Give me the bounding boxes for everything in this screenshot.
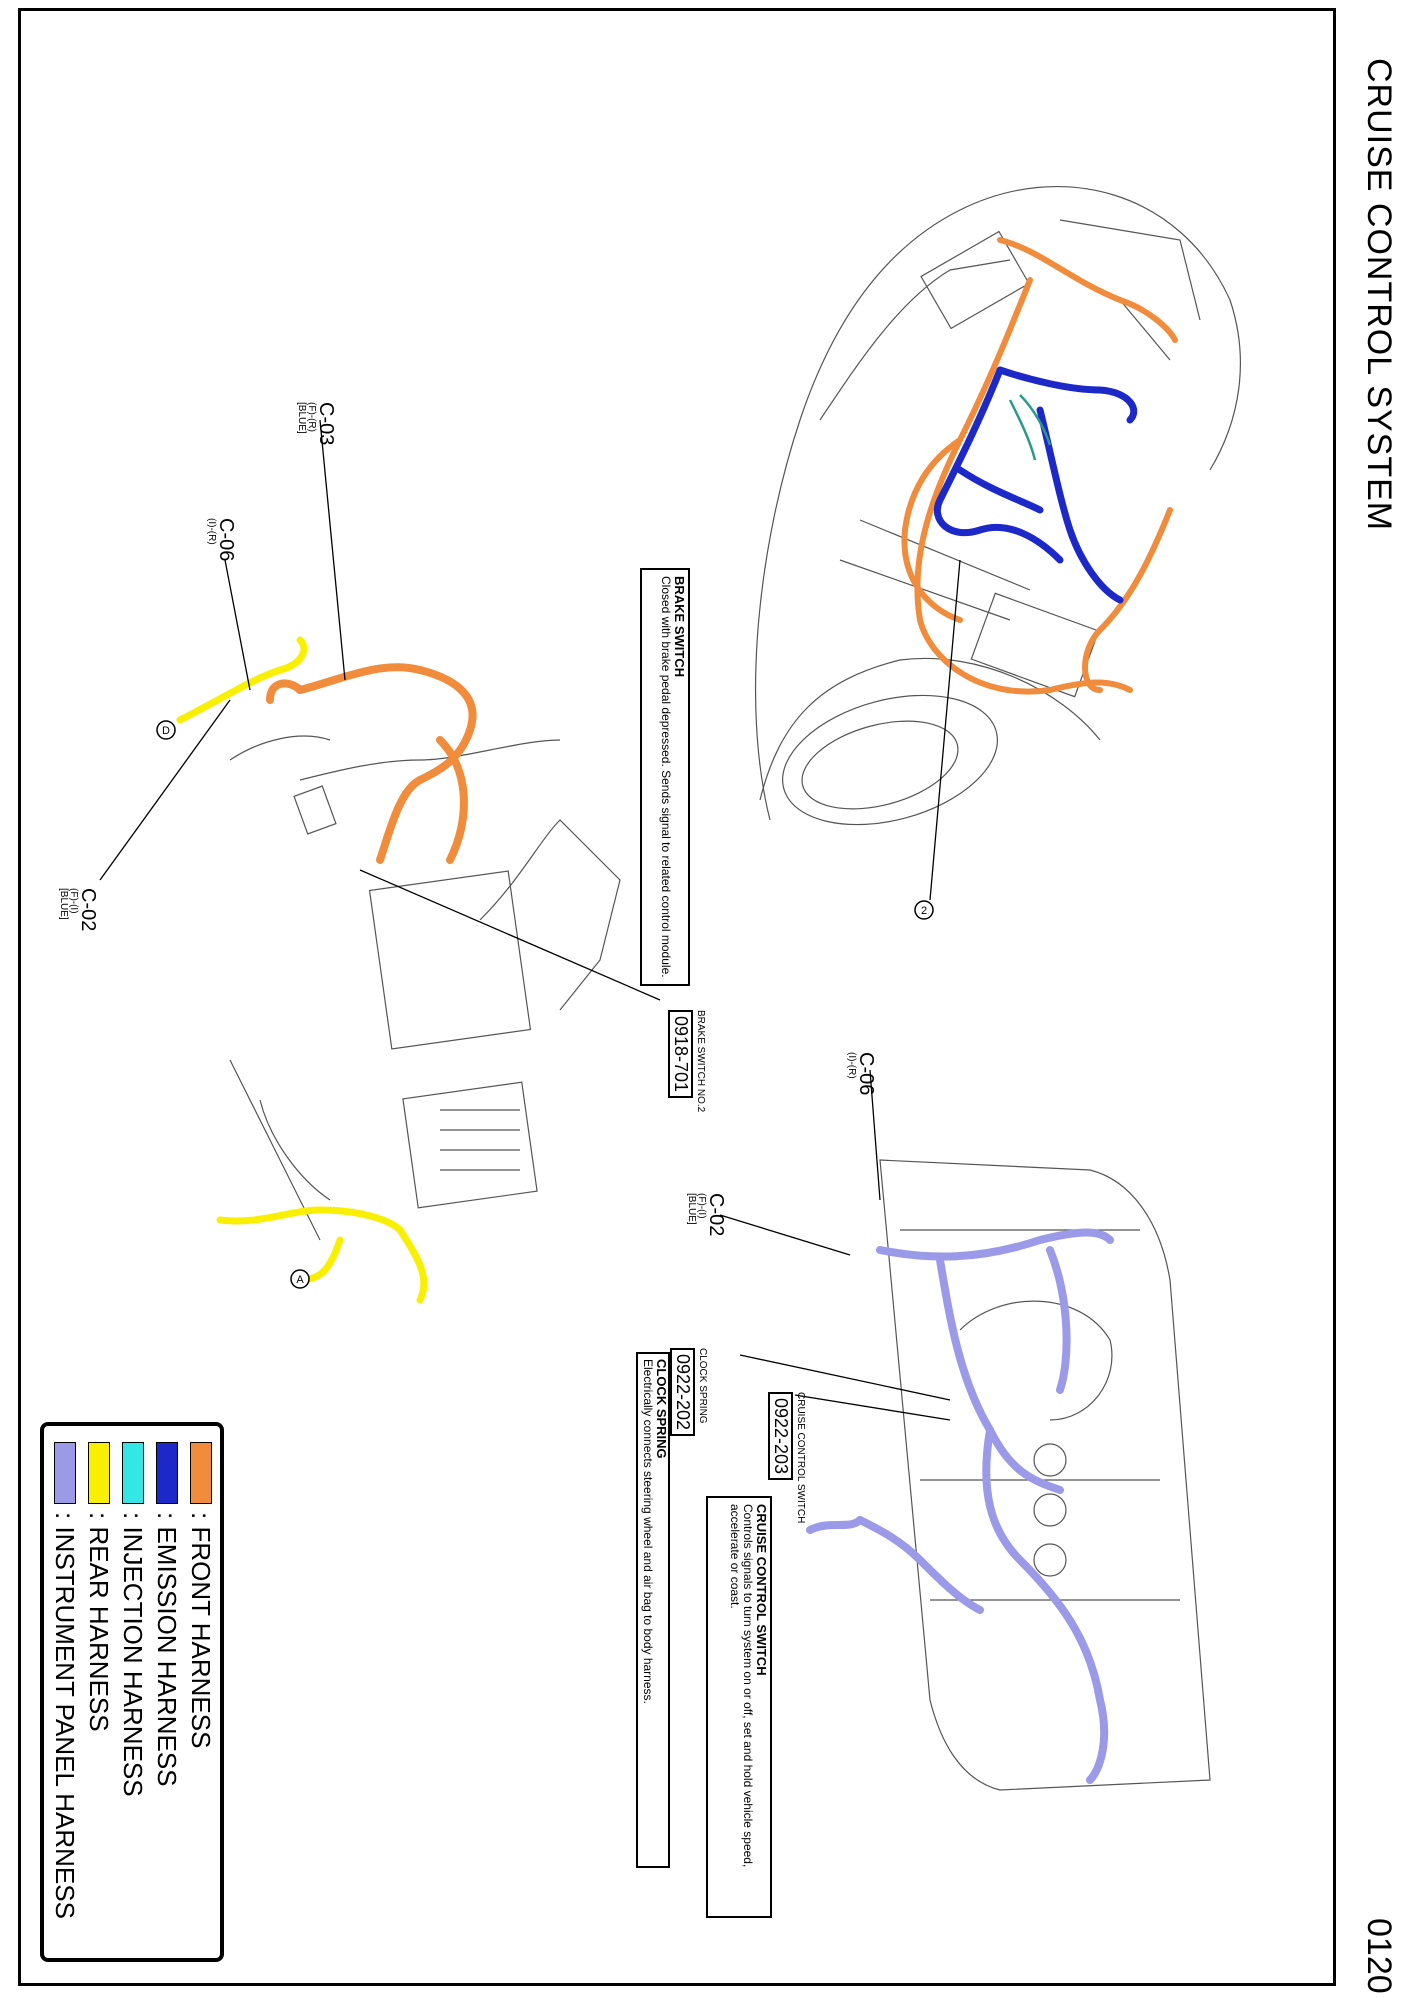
engine-leader — [929, 559, 961, 901]
legend-front-harness: : FRONT HARNESS — [186, 1512, 216, 1749]
clock-spring-text: Electrically connects steering wheel and… — [641, 1359, 655, 1704]
harness-legend: : FRONT HARNESS : EMISSION HARNESS : INJ… — [40, 1422, 224, 1962]
callout-a: A — [296, 1274, 304, 1286]
brake-switch-title: BRAKE SWITCH — [672, 576, 687, 678]
brake-switch-description: BRAKE SWITCH Closed with brake pedal dep… — [640, 568, 690, 986]
front-harness-pedal — [266, 663, 477, 864]
legend-swatch-instrument — [54, 1442, 76, 1504]
pedal-area-drawing — [229, 735, 621, 1241]
part-cruise-control-switch: CRUISE CONTROL SWITCH 0922-203 — [768, 1392, 806, 1523]
connector-c02-dash: C-02 (F)-(I) [BLUE] — [686, 1193, 727, 1237]
legend-instrument-panel-harness: : INSTRUMENT PANEL HARNESS — [50, 1512, 80, 1919]
cruise-control-switch-description: CRUISE CONTROL SWITCH Controls signals t… — [706, 1496, 772, 1918]
brake-switch-text: Closed with brake pedal depressed. Sends… — [659, 576, 673, 978]
connector-c06-pedal: C-06 (I)-(R) — [206, 518, 237, 562]
legend-swatch-injection — [122, 1442, 144, 1504]
legend-injection-harness: : INJECTION HARNESS — [118, 1512, 148, 1797]
connector-c02-pedal: C-02 (F)-(I) [BLUE] — [58, 888, 99, 932]
connector-c06-dash: C-06 (I)-(R) — [846, 1052, 877, 1096]
clock-spring-description: CLOCK SPRING Electrically connects steer… — [636, 1352, 670, 1868]
callout-circles — [156, 720, 934, 1289]
legend-emission-harness: : EMISSION HARNESS — [152, 1512, 182, 1787]
pedal-leaders — [99, 419, 661, 1001]
legend-rear-harness: : REAR HARNESS — [84, 1512, 114, 1732]
injection-harness-engine — [1008, 394, 1052, 461]
legend-swatch-emission — [156, 1442, 178, 1504]
callout-engine: 2 — [921, 905, 927, 917]
cruise-control-switch-text: Controls signals to turn system on or of… — [728, 1504, 755, 1868]
page-frame — [18, 8, 1336, 1986]
front-harness-engine — [901, 237, 1178, 695]
part-clock-spring: CLOCK SPRING 0922-202 — [670, 1348, 708, 1437]
instrument-panel-harness — [806, 1228, 1114, 1784]
dash-leaders — [719, 1069, 951, 1421]
rear-harness-pedal — [176, 636, 428, 1304]
legend-swatch-rear — [88, 1442, 110, 1504]
emission-harness-engine — [933, 366, 1138, 604]
part-brake-switch-no2: BRAKE SWITCH NO.2 0918-701 — [668, 1010, 706, 1112]
callout-d: D — [162, 725, 170, 737]
clock-spring-title: CLOCK SPRING — [654, 1359, 669, 1459]
cruise-control-switch-title: CRUISE CONTROL SWITCH — [754, 1504, 769, 1676]
legend-swatch-front — [190, 1442, 212, 1504]
engine-compartment-drawing — [754, 185, 1242, 826]
connector-c03-pedal: C-03 (F)-(R) [BLUE] — [296, 402, 337, 446]
